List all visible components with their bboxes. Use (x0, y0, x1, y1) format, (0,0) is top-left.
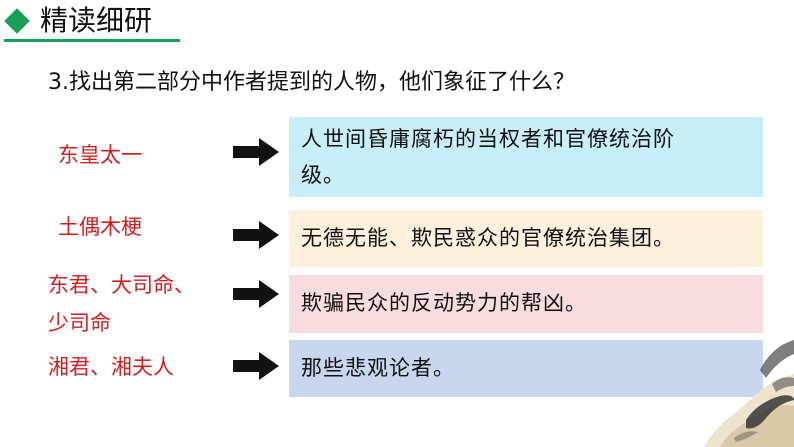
meaning-box-2: 无德无能、欺民惑众的官僚统治集团。 (289, 210, 763, 267)
header-underline (4, 39, 180, 42)
meaning-1-line-2: 级。 (301, 163, 345, 187)
meaning-3-line-1: 欺骗民众的反动势力的帮凶。 (301, 291, 587, 315)
term-3-line-1: 东君、大司命、 (48, 273, 195, 297)
term-1-line-1: 东皇太一 (58, 143, 142, 167)
meaning-box-3: 欺骗民众的反动势力的帮凶。 (289, 275, 763, 333)
right-arrow-icon (233, 138, 279, 166)
term-4: 湘君、湘夫人 (48, 350, 174, 384)
meaning-2-line-1: 无德无能、欺民惑众的官僚统治集团。 (301, 226, 675, 250)
meaning-1-line-1: 人世间昏庸腐朽的当权者和官僚统治阶 (301, 127, 675, 151)
right-arrow-icon (233, 280, 279, 308)
meaning-4-line-1: 那些悲观论者。 (301, 356, 455, 380)
term-3-line-2: 少司命 (48, 311, 111, 335)
term-1: 东皇太一 (58, 138, 142, 172)
question-text: 3.找出第二部分中作者提到的人物，他们象征了什么？ (48, 70, 575, 95)
right-arrow-icon (233, 352, 279, 380)
term-3: 东君、大司命、 少司命 (48, 266, 195, 342)
meaning-box-1: 人世间昏庸腐朽的当权者和官僚统治阶 级。 (289, 117, 763, 197)
term-2: 土偶木梗 (58, 210, 142, 244)
section-header: 精读细研 (0, 0, 794, 50)
meaning-box-4: 那些悲观论者。 (289, 340, 763, 397)
term-2-line-1: 土偶木梗 (58, 215, 142, 239)
term-4-line-1: 湘君、湘夫人 (48, 355, 174, 379)
right-arrow-icon (233, 221, 279, 249)
section-title: 精读细研 (40, 4, 153, 37)
ink-painting-decoration (704, 340, 794, 447)
diamond-bullet-icon (4, 8, 30, 34)
